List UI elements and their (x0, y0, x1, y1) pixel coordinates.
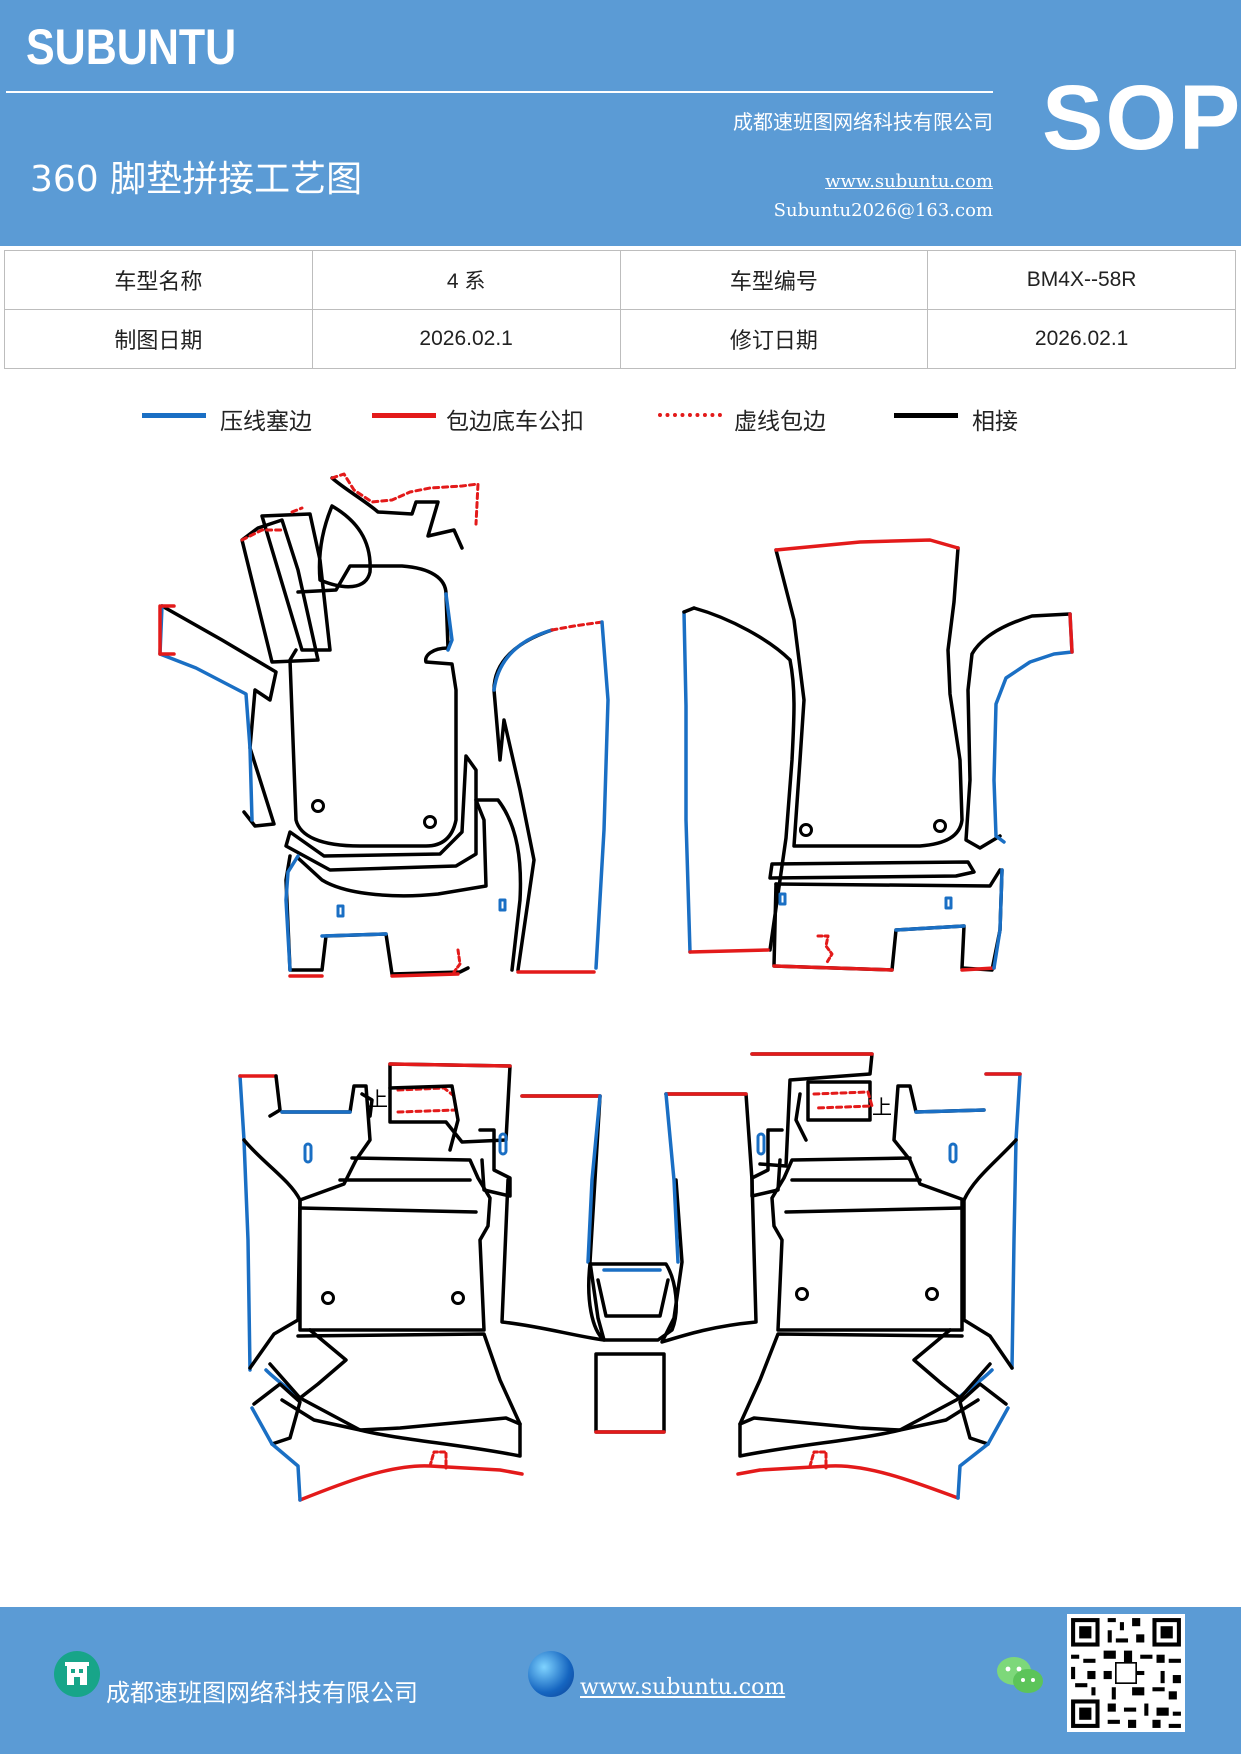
mark-up-right: 上 (872, 1095, 892, 1119)
info-table: 车型名称 4 系 车型编号 BM4X--58R 制图日期 2026.02.1 修… (4, 250, 1236, 369)
table-row: 制图日期 2026.02.1 修订日期 2026.02.1 (4, 309, 1236, 369)
model-code-label: 车型编号 (619, 250, 929, 310)
model-name-label: 车型名称 (4, 250, 313, 310)
header: SUBUNTU 成都速班图网络科技有限公司 360 脚垫拼接工艺图 www.su… (0, 0, 1241, 246)
mat-front-right (682, 538, 1074, 972)
footer-company: 成都速班图网络科技有限公司 (106, 1679, 418, 1707)
page-title: 360 脚垫拼接工艺图 (30, 159, 363, 200)
footer-website-link[interactable]: www.subuntu.com (580, 1675, 786, 1700)
company-icon (54, 1651, 100, 1697)
model-name-value: 4 系 (311, 250, 621, 310)
revise-date-label: 修订日期 (619, 309, 929, 369)
legend-label: 包边底车公扣 (446, 409, 584, 435)
globe-icon (528, 1651, 574, 1697)
legend-label: 虚线包边 (734, 409, 826, 435)
legend-swatch (894, 413, 958, 418)
footer: 成都速班图网络科技有限公司 www.subuntu.com (0, 1607, 1241, 1754)
revise-date-value: 2026.02.1 (927, 309, 1236, 369)
legend-swatch (142, 413, 206, 418)
draw-date-value: 2026.02.1 (311, 309, 621, 369)
wechat-icon[interactable] (996, 1655, 1044, 1697)
table-row: 车型名称 4 系 车型编号 BM4X--58R (4, 250, 1236, 310)
website-link[interactable]: www.subuntu.com (825, 171, 993, 192)
brand-logo: SUBUNTU (26, 19, 237, 75)
model-code-value: BM4X--58R (927, 250, 1236, 310)
mat-rear-right (660, 1052, 1022, 1500)
legend-label: 相接 (972, 409, 1018, 435)
company-name: 成都速班图网络科技有限公司 (733, 110, 993, 134)
legend-label: 压线塞边 (220, 409, 312, 435)
legend-swatch (372, 413, 436, 418)
mat-tunnel (587, 1262, 678, 1434)
draw-date-label: 制图日期 (4, 309, 313, 369)
sop-badge: SOP (1042, 67, 1241, 169)
mat-front-left (158, 472, 610, 978)
mat-rear-left (238, 1062, 606, 1502)
header-divider (6, 91, 993, 93)
mark-up-left: 上 (368, 1087, 388, 1111)
legend-swatch (658, 413, 722, 417)
qr-code (1067, 1614, 1185, 1732)
email-link[interactable]: Subuntu2026@163.com (773, 200, 993, 221)
